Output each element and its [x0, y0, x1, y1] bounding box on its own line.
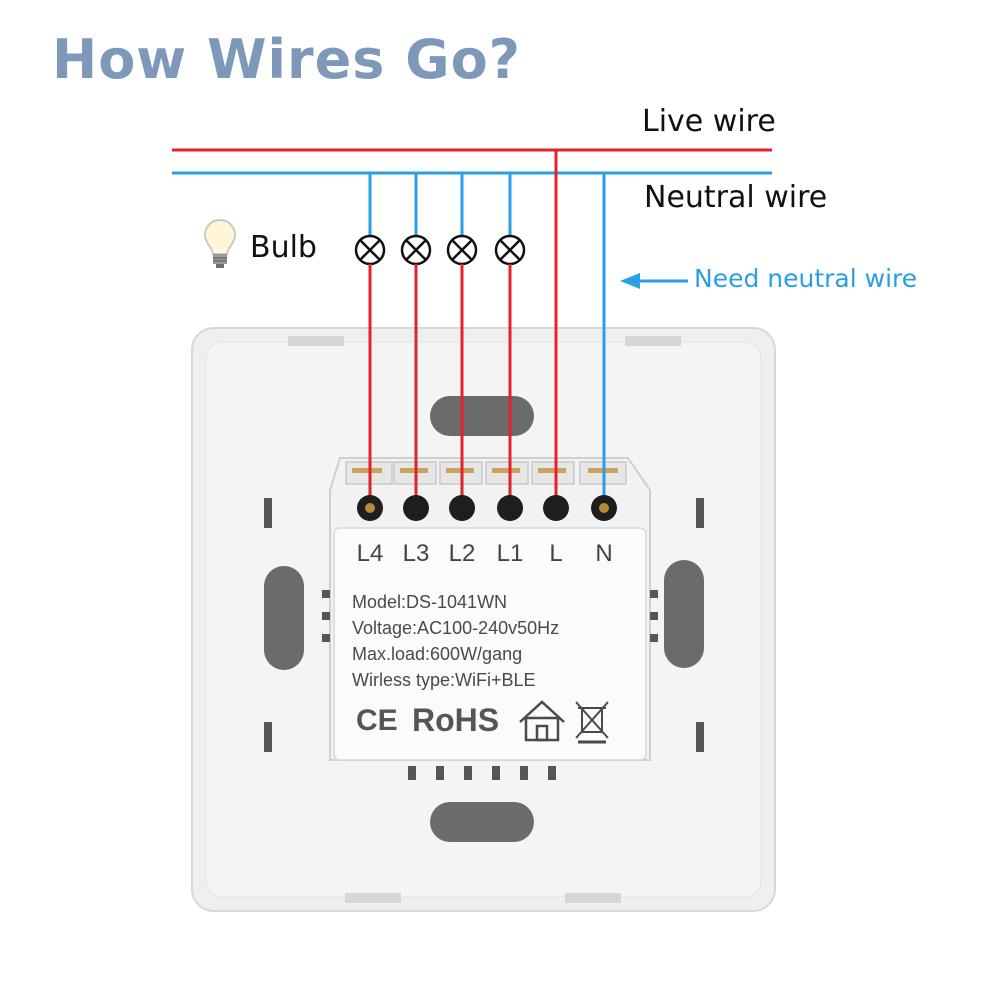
terminal-label-l2: L2	[448, 540, 476, 567]
page-title: How Wires Go?	[52, 28, 521, 91]
mount-slot-left	[264, 566, 304, 670]
mount-slot-bottom	[430, 802, 534, 842]
ce-mark: CE	[356, 704, 398, 737]
terminal-label-l4: L4	[356, 540, 384, 567]
neutral-wire-label: Neutral wire	[644, 180, 828, 215]
spec-wireless: Wirless type:WiFi+BLE	[352, 670, 536, 690]
bulb-icon	[203, 218, 237, 268]
terminal-label-l: L	[549, 540, 563, 567]
terminal-screws	[357, 495, 617, 521]
lamp-x-icon	[354, 234, 526, 266]
need-neutral-label: Need neutral wire	[694, 264, 918, 293]
terminal-label-n: N	[595, 540, 613, 567]
spec-voltage: Voltage:AC100-240v50Hz	[352, 618, 560, 638]
mount-slot-right	[664, 560, 704, 668]
terminal-label-l1: L1	[496, 540, 524, 567]
rohs-mark: RoHS	[412, 702, 500, 738]
spec-max-load: Max.load:600W/gang	[352, 644, 523, 664]
mount-slot-top	[430, 396, 534, 436]
bulb-label: Bulb	[250, 230, 317, 265]
terminal-label-l3: L3	[402, 540, 430, 567]
arrow-left-icon	[620, 273, 688, 289]
spec-model: Model:DS-1041WN	[352, 592, 508, 612]
weee-bin-icon	[575, 701, 609, 744]
house-icon	[519, 700, 565, 742]
live-wire-label: Live wire	[642, 104, 776, 139]
